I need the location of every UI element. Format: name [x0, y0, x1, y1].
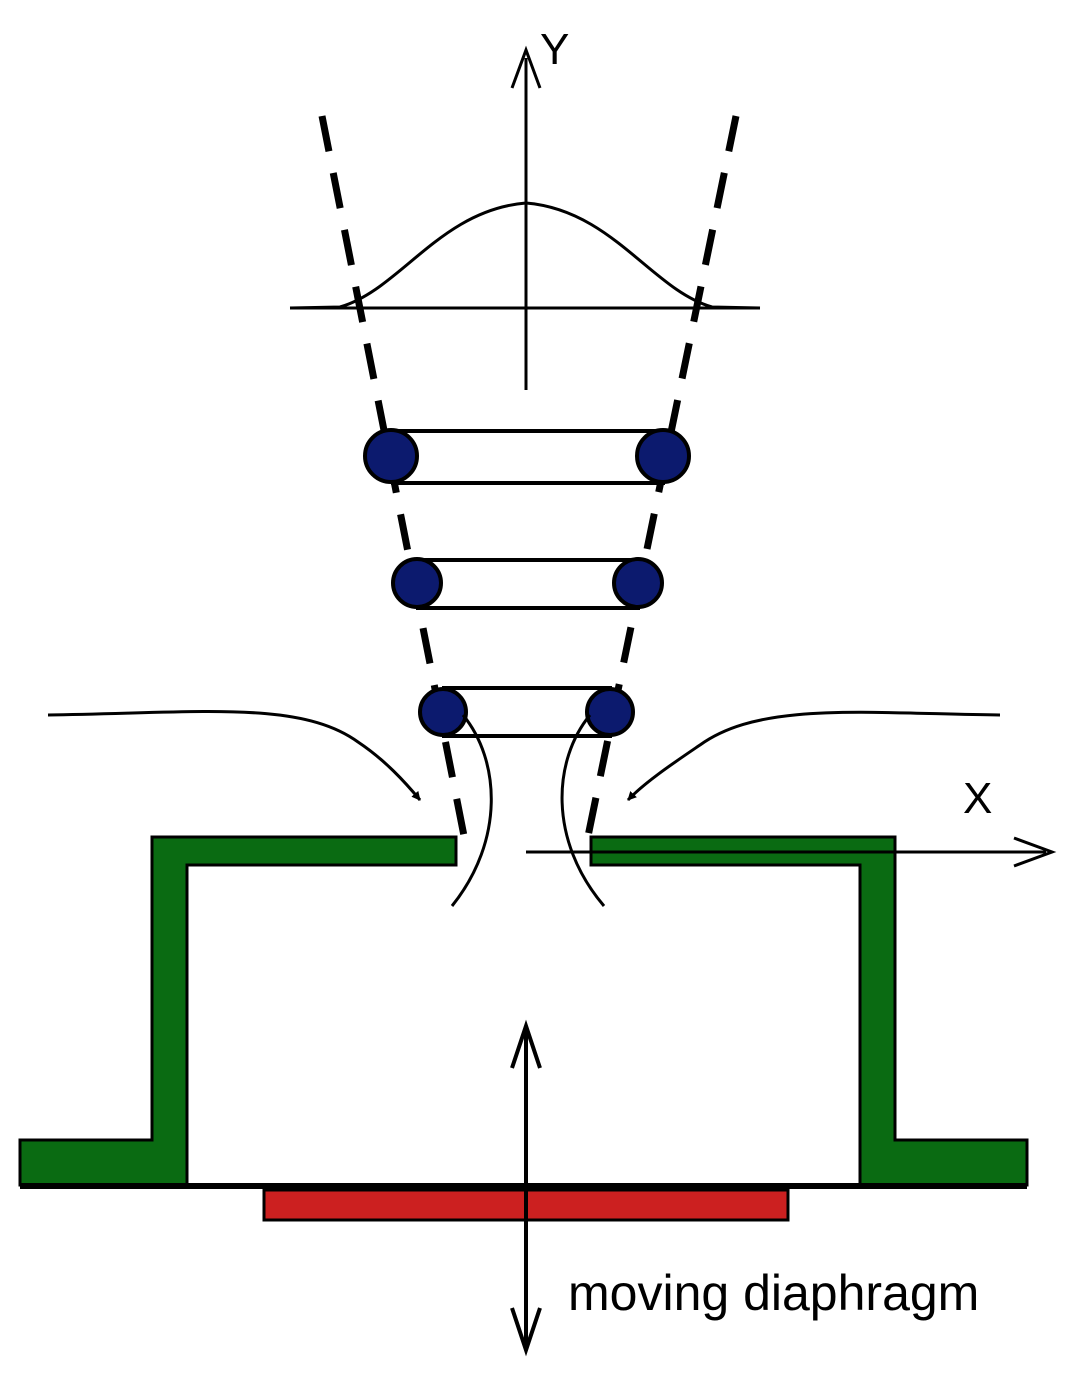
y-axis-label: Y — [540, 25, 569, 74]
x-axis-label: X — [963, 774, 992, 823]
velocity-profile-curve — [289, 201, 761, 310]
entrainment-arrow-left — [47, 710, 422, 801]
vortex-core-icon — [635, 428, 691, 484]
x-axis — [526, 836, 1057, 868]
vortex-core-icon — [612, 557, 664, 609]
orifice-streamlines — [450, 714, 606, 907]
entrainment-arrow-right — [626, 710, 1001, 802]
vortex-ring-1 — [363, 428, 691, 485]
vortex-core-icon — [363, 428, 419, 484]
vortex-core-icon — [585, 687, 635, 737]
vortex-core-icon — [391, 557, 443, 609]
vortex-ring-2 — [391, 557, 664, 610]
diaphragm-label: moving diaphragm — [568, 1265, 979, 1321]
y-axis — [510, 45, 542, 390]
diaphragm-motion-arrow — [510, 1019, 542, 1357]
vortex-core-icon — [418, 687, 468, 737]
actuator-housing — [18, 835, 1029, 1187]
vortex-ring-3 — [418, 686, 635, 738]
